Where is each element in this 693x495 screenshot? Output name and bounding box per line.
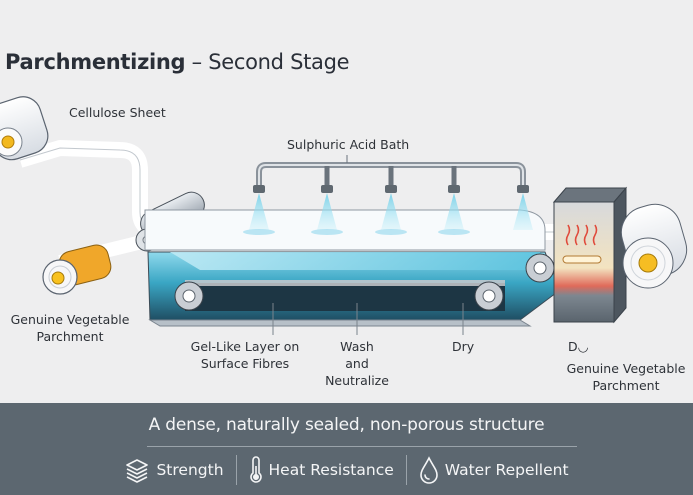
feature-strength-label: Strength (156, 461, 224, 479)
heat-waves-icon (565, 224, 598, 246)
footer-divider (147, 446, 577, 447)
title-bold: Parchmentizing (5, 50, 186, 74)
input-roll-label: Genuine Vegetable Parchment (10, 312, 130, 344)
spray-nozzles (253, 185, 529, 193)
cellulose-roll (0, 96, 49, 161)
water-drop-icon (419, 456, 438, 484)
layers-icon (126, 459, 149, 483)
gel-layer-label: Gel-Like Layer on Surface Fibres (190, 339, 300, 371)
footer-banner: A dense, naturally sealed, non-porous st… (0, 403, 693, 495)
thermometer-icon (249, 456, 262, 483)
belt-roller-exit (525, 253, 555, 283)
vegetable-parchment-input-roll (42, 244, 112, 295)
dry-label: Dry (452, 339, 475, 354)
feature-list: Strength Heat Resistance Water Repellent (0, 453, 693, 487)
belt-roller-right (474, 281, 504, 311)
feature-strength: Strength (112, 457, 235, 483)
acid-spray-manifold (256, 155, 526, 186)
feature-heat-resistance-label: Heat Resistance (268, 461, 394, 479)
process-diagram (0, 96, 688, 335)
feature-separator (235, 455, 237, 485)
cellulose-sheet-label: Cellulose Sheet (69, 105, 166, 120)
output-roll-label: Genuine Vegetable Parchment (566, 361, 686, 393)
acid-sprays (243, 193, 533, 235)
page-title: Parchmentizing – Second Stage (5, 50, 350, 74)
wash-label: Wash and Neutralize (325, 339, 389, 388)
feature-water-repellent-label: Water Repellent (444, 461, 569, 479)
feature-water-repellent: Water Repellent (407, 456, 581, 484)
acid-bath-label: Sulphuric Acid Bath (287, 137, 410, 152)
feature-heat-resistance: Heat Resistance (237, 456, 406, 484)
vegetable-parchment-output-roll (620, 203, 688, 289)
footer-tagline: A dense, naturally sealed, non-porous st… (148, 415, 545, 435)
dryer-mark-label: D◡ (568, 339, 589, 354)
title-subtitle: – Second Stage (185, 50, 350, 74)
acid-tank (144, 209, 561, 327)
belt-roller-left (174, 281, 204, 311)
feature-separator (405, 455, 407, 485)
dryer-unit (552, 186, 628, 324)
